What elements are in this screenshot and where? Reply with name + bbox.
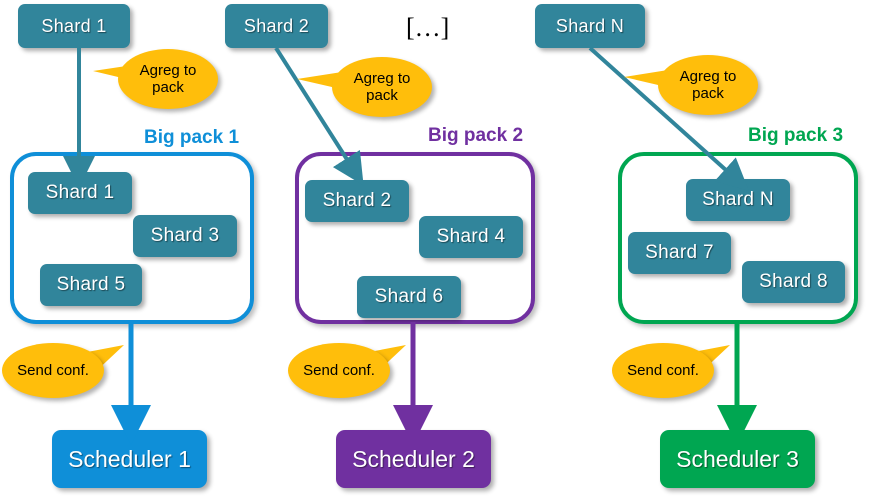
- agreg-callout-1-line2: pack: [152, 79, 184, 96]
- top-shard-n-label: Shard N: [555, 15, 625, 36]
- pack1-shard-5-label: Shard 5: [56, 274, 126, 295]
- pack3-shard-n-label: Shard N: [702, 189, 774, 210]
- agreg-callout-2-line1: Agreg to: [353, 69, 411, 87]
- ellipsis-marker: […]: [406, 13, 450, 42]
- pack2-shard-2[interactable]: Shard 2: [305, 180, 409, 222]
- scheduler-2-label: Scheduler 2: [352, 445, 475, 472]
- arrow-shardN-to-pack3: [588, 46, 749, 191]
- pack1-shard-1[interactable]: Shard 1: [28, 172, 132, 214]
- pack-title-2: Big pack 2: [428, 125, 524, 146]
- agreg-callout-3-line1: Agreg to: [679, 67, 737, 85]
- pack1-shard-5[interactable]: Shard 5: [40, 264, 142, 306]
- send-callout-2-label: Send conf.: [303, 361, 375, 379]
- send-callout-1-label: Send conf.: [17, 361, 89, 379]
- pack1-shard-3-label: Shard 3: [150, 225, 220, 246]
- top-shard-1-label: Shard 1: [41, 15, 107, 36]
- pack3-shard-7[interactable]: Shard 7: [628, 232, 731, 274]
- scheduler-2[interactable]: Scheduler 2: [336, 430, 491, 488]
- pack2-shard-4-label: Shard 4: [436, 226, 506, 247]
- pack2-shard-6-label: Shard 6: [374, 286, 444, 307]
- scheduler-1-label: Scheduler 1: [68, 445, 191, 472]
- agreg-callout-1-line1: Agreg to: [139, 61, 197, 79]
- scheduler-3-label: Scheduler 3: [676, 445, 799, 472]
- pack-title-1: Big pack 1: [144, 127, 240, 148]
- send-callout-2[interactable]: Send conf.: [288, 343, 390, 398]
- top-shard-1[interactable]: Shard 1: [18, 4, 130, 48]
- pack1-shard-3[interactable]: Shard 3: [133, 215, 237, 257]
- top-shard-2[interactable]: Shard 2: [225, 4, 328, 48]
- pack-title-3: Big pack 3: [748, 125, 844, 146]
- pack2-shard-2-label: Shard 2: [322, 190, 392, 211]
- pack2-shard-6[interactable]: Shard 6: [357, 276, 461, 318]
- pack1-shard-1-label: Shard 1: [45, 182, 115, 203]
- send-callout-1[interactable]: Send conf.: [2, 343, 104, 398]
- agreg-callout-2-line2: pack: [366, 87, 398, 104]
- send-callout-3-label: Send conf.: [627, 361, 699, 379]
- top-shard-n[interactable]: Shard N: [535, 4, 645, 48]
- pack3-shard-7-label: Shard 7: [645, 242, 714, 263]
- top-shard-2-label: Shard 2: [243, 15, 310, 36]
- send-callout-3[interactable]: Send conf.: [612, 343, 714, 398]
- agreg-callout-3-line2: pack: [692, 85, 724, 102]
- pack2-shard-4[interactable]: Shard 4: [419, 216, 523, 258]
- pack3-shard-8-label: Shard 8: [759, 271, 828, 292]
- arrow-shard2-to-pack2: [274, 46, 364, 186]
- pack3-shard-8[interactable]: Shard 8: [742, 261, 845, 303]
